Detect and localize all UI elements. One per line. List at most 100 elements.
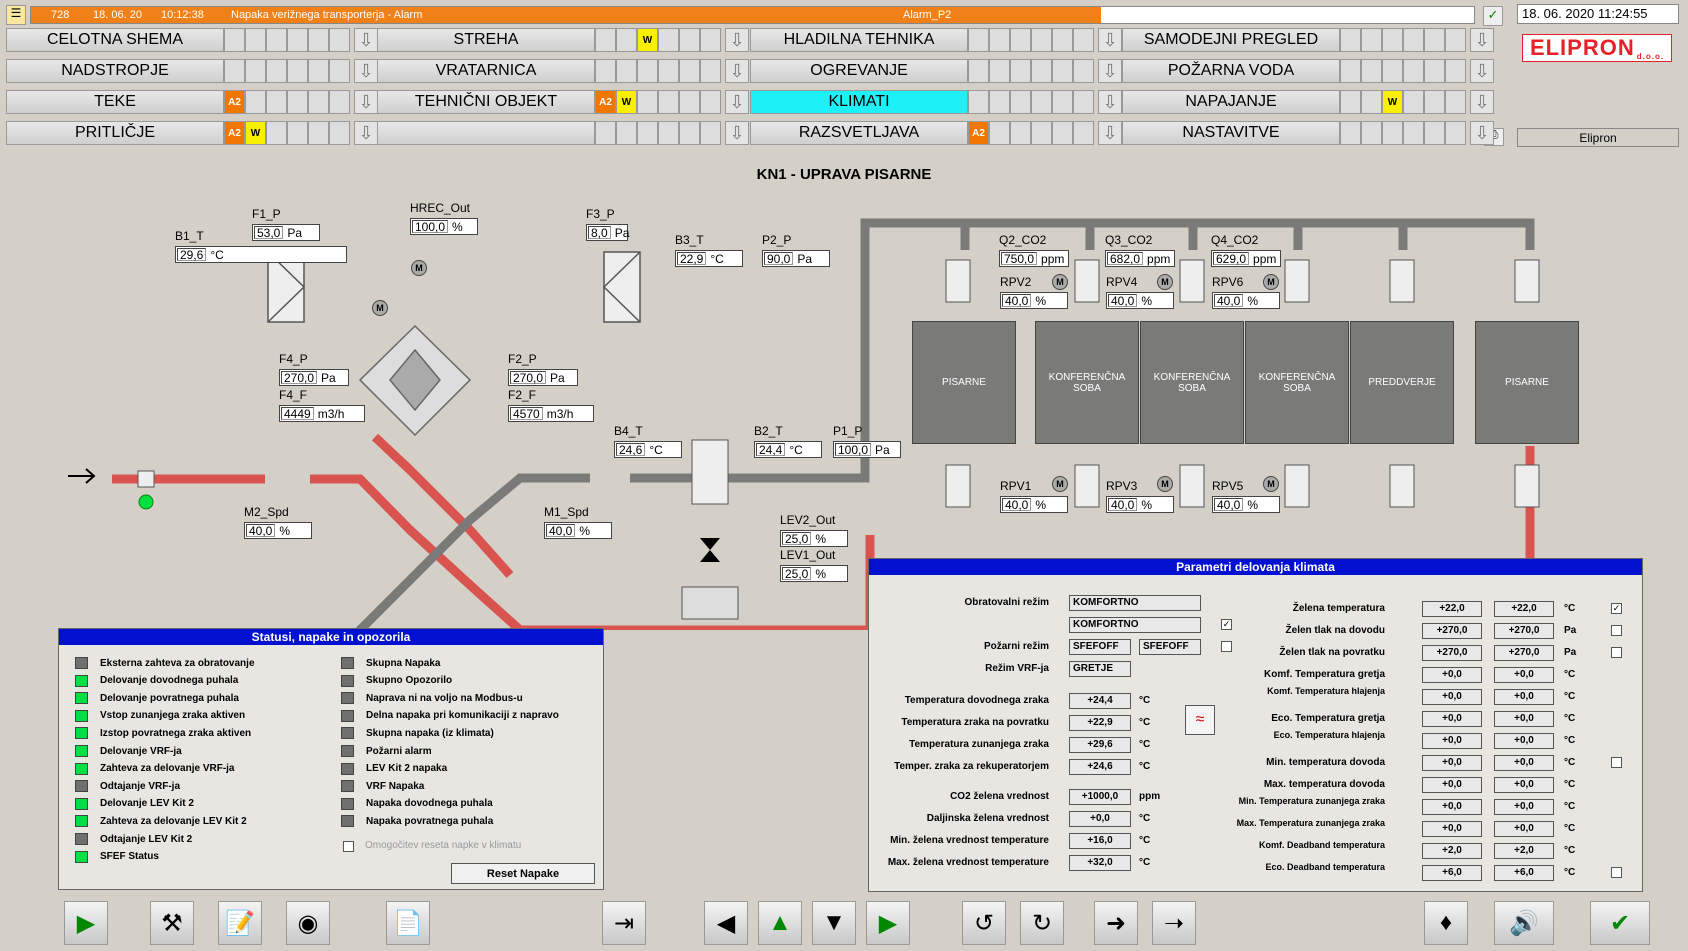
measurement-m1-spd[interactable]: 40,0% bbox=[544, 522, 612, 539]
param-actual[interactable]: +0,0 bbox=[1494, 755, 1554, 771]
param-actual[interactable]: +0,0 bbox=[1494, 733, 1554, 749]
arrow-up-icon[interactable]: ▲ bbox=[758, 901, 802, 945]
motor-icon[interactable]: M bbox=[1263, 476, 1279, 492]
room-konferenc-na-soba[interactable]: KONFERENČNA SOBA bbox=[1035, 321, 1139, 444]
nav-button-poz-arna-voda[interactable]: POŽARNA VODA bbox=[1122, 59, 1340, 83]
motor-icon[interactable]: M bbox=[1157, 274, 1173, 290]
motor-icon[interactable]: M bbox=[411, 260, 427, 276]
measurement-m2-spd[interactable]: 40,0% bbox=[244, 522, 312, 539]
param-value[interactable]: +24,6 bbox=[1069, 759, 1131, 775]
param-setpoint[interactable]: +0,0 bbox=[1422, 799, 1482, 815]
measurement-b3-t[interactable]: 22,9°C bbox=[675, 250, 743, 267]
param-actual[interactable]: +0,0 bbox=[1494, 821, 1554, 837]
nav-button-celotna-shema[interactable]: CELOTNA SHEMA bbox=[6, 28, 224, 52]
nav-button-blank[interactable] bbox=[377, 121, 595, 145]
fire-mode-value-1[interactable]: SFEFOFF bbox=[1069, 639, 1131, 655]
nav-button-tehnic-ni-objekt[interactable]: TEHNIČNI OBJEKT bbox=[377, 90, 595, 114]
chevron-down-icon[interactable]: ⇩ bbox=[1098, 121, 1122, 145]
nav-button-napajanje[interactable]: NAPAJANJE bbox=[1122, 90, 1340, 114]
fire-mode-value-2[interactable]: SFEFOFF bbox=[1139, 639, 1201, 655]
param-actual[interactable]: +0,0 bbox=[1494, 689, 1554, 705]
param-value[interactable]: +24,4 bbox=[1069, 693, 1131, 709]
logout-icon[interactable]: ➝ bbox=[1152, 901, 1196, 945]
param-value[interactable]: +0,0 bbox=[1069, 811, 1131, 827]
param-actual[interactable]: +270,0 bbox=[1494, 645, 1554, 661]
param-actual[interactable]: +6,0 bbox=[1494, 865, 1554, 881]
param-setpoint[interactable]: +22,0 bbox=[1422, 601, 1482, 617]
nav-button-teke[interactable]: TEKE bbox=[6, 90, 224, 114]
nav-button-nadstropje[interactable]: NADSTROPJE bbox=[6, 59, 224, 83]
motor-icon[interactable]: M bbox=[372, 300, 388, 316]
chevron-down-icon[interactable]: ⇩ bbox=[1098, 90, 1122, 114]
motor-icon[interactable]: M bbox=[1052, 274, 1068, 290]
nav-button-razsvetljava[interactable]: RAZSVETLJAVA bbox=[750, 121, 968, 145]
chevron-down-icon[interactable]: ⇩ bbox=[1098, 59, 1122, 83]
vrf-mode-value[interactable]: GRETJE bbox=[1069, 661, 1131, 677]
chevron-down-icon[interactable]: ⇩ bbox=[1470, 59, 1494, 83]
measurement-b4-t[interactable]: 24,6°C bbox=[614, 441, 682, 458]
reset-button[interactable]: Reset Napake bbox=[451, 863, 595, 884]
chevron-down-icon[interactable]: ⇩ bbox=[1470, 90, 1494, 114]
measurement-lev1-out[interactable]: 25,0% bbox=[780, 565, 848, 582]
param-actual[interactable]: +0,0 bbox=[1494, 711, 1554, 727]
measurement-b2-t[interactable]: 24,4°C bbox=[754, 441, 822, 458]
param-value[interactable]: +22,9 bbox=[1069, 715, 1131, 731]
param-checkbox[interactable] bbox=[1611, 757, 1622, 768]
param-checkbox[interactable] bbox=[1611, 647, 1622, 658]
chevron-down-icon[interactable]: ⇩ bbox=[1470, 28, 1494, 52]
redo-icon[interactable]: ↻ bbox=[1020, 901, 1064, 945]
nav-button-ogrevanje[interactable]: OGREVANJE bbox=[750, 59, 968, 83]
param-checkbox[interactable]: ✓ bbox=[1611, 603, 1622, 614]
chevron-down-icon[interactable]: ⇩ bbox=[725, 121, 749, 145]
motor-icon[interactable]: M bbox=[1157, 476, 1173, 492]
measurement-b1-t[interactable]: 29,6°C bbox=[175, 246, 347, 263]
chevron-down-icon[interactable]: ⇩ bbox=[725, 90, 749, 114]
measurement-rpv2[interactable]: 40,0% bbox=[1000, 292, 1068, 309]
chevron-down-icon[interactable]: ⇩ bbox=[1470, 121, 1494, 145]
measurement-lev2-out[interactable]: 25,0% bbox=[780, 530, 848, 547]
room-pisarne[interactable]: PISARNE bbox=[912, 321, 1016, 444]
param-setpoint[interactable]: +0,0 bbox=[1422, 777, 1482, 793]
motor-icon[interactable]: M bbox=[1052, 476, 1068, 492]
measurement-rpv6[interactable]: 40,0% bbox=[1212, 292, 1280, 309]
chevron-down-icon[interactable]: ⇩ bbox=[354, 121, 378, 145]
param-setpoint[interactable]: +270,0 bbox=[1422, 645, 1482, 661]
measurement-rpv5[interactable]: 40,0% bbox=[1212, 496, 1280, 513]
param-setpoint[interactable]: +270,0 bbox=[1422, 623, 1482, 639]
chevron-down-icon[interactable]: ⇩ bbox=[354, 90, 378, 114]
param-actual[interactable]: +270,0 bbox=[1494, 623, 1554, 639]
param-setpoint[interactable]: +0,0 bbox=[1422, 733, 1482, 749]
nav-button-streha[interactable]: STREHA bbox=[377, 28, 595, 52]
mode-value-1[interactable]: KOMFORTNO bbox=[1069, 595, 1201, 611]
param-actual[interactable]: +22,0 bbox=[1494, 601, 1554, 617]
param-checkbox[interactable] bbox=[1611, 625, 1622, 636]
measurement-rpv4[interactable]: 40,0% bbox=[1106, 292, 1174, 309]
param-actual[interactable]: +0,0 bbox=[1494, 799, 1554, 815]
param-value[interactable]: +16,0 bbox=[1069, 833, 1131, 849]
fire-mode-checkbox[interactable] bbox=[1221, 641, 1232, 652]
param-setpoint[interactable]: +0,0 bbox=[1422, 755, 1482, 771]
room-preddverje[interactable]: PREDDVERJE bbox=[1350, 321, 1454, 444]
alarm-list-icon[interactable]: ☰ bbox=[6, 5, 26, 25]
trend-chart-icon[interactable]: ≈ bbox=[1185, 705, 1215, 735]
undo-icon[interactable]: ↺ bbox=[962, 901, 1006, 945]
tools-icon[interactable]: ⚒ bbox=[150, 901, 194, 945]
param-value[interactable]: +32,0 bbox=[1069, 855, 1131, 871]
param-checkbox[interactable] bbox=[1611, 867, 1622, 878]
chevron-down-icon[interactable]: ⇩ bbox=[354, 28, 378, 52]
sound-icon[interactable]: 🔊 bbox=[1494, 901, 1554, 945]
param-setpoint[interactable]: +0,0 bbox=[1422, 689, 1482, 705]
mode-checkbox[interactable]: ✓ bbox=[1221, 619, 1232, 630]
measurement-rpv1[interactable]: 40,0% bbox=[1000, 496, 1068, 513]
acknowledge-all-icon[interactable]: ✔ bbox=[1590, 901, 1650, 945]
chevron-down-icon[interactable]: ⇩ bbox=[354, 59, 378, 83]
room-pisarne[interactable]: PISARNE bbox=[1475, 321, 1579, 444]
